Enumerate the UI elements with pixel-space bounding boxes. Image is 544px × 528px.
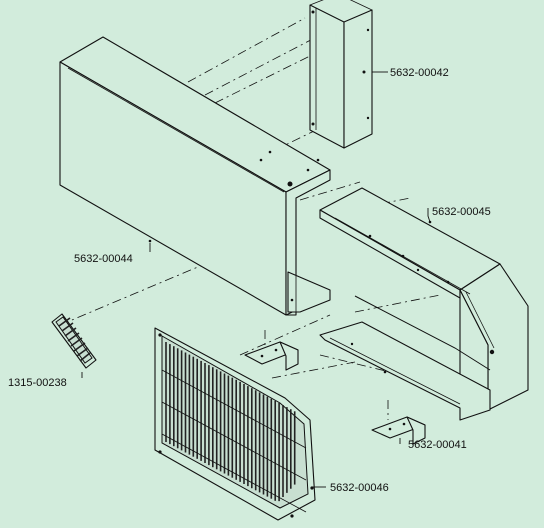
label-side-housing: 5632-00044 xyxy=(74,253,133,265)
leader-lines xyxy=(81,71,431,488)
grille-rib xyxy=(161,401,307,481)
grille-rib xyxy=(161,369,307,449)
grille-slats xyxy=(161,342,307,513)
side-housing-part xyxy=(59,36,331,316)
grille-rib xyxy=(161,433,307,513)
label-front-grille: 5632-00046 xyxy=(330,482,389,494)
assembly-centerlines xyxy=(59,17,441,420)
label-rear-bracket: 5632-00042 xyxy=(390,67,449,79)
filter-part xyxy=(51,313,97,369)
rear-bracket-part xyxy=(309,0,373,149)
mount-bracket-part xyxy=(371,416,426,445)
center-small-bracket xyxy=(244,341,299,371)
top-cover-part xyxy=(319,187,529,421)
filter-ribs xyxy=(58,317,91,362)
front-grille-part xyxy=(154,327,316,521)
label-top-cover: 5632-00045 xyxy=(432,206,491,218)
label-mount-bracket: 5632-00041 xyxy=(408,439,467,451)
label-filter: 1315-00238 xyxy=(8,377,67,389)
